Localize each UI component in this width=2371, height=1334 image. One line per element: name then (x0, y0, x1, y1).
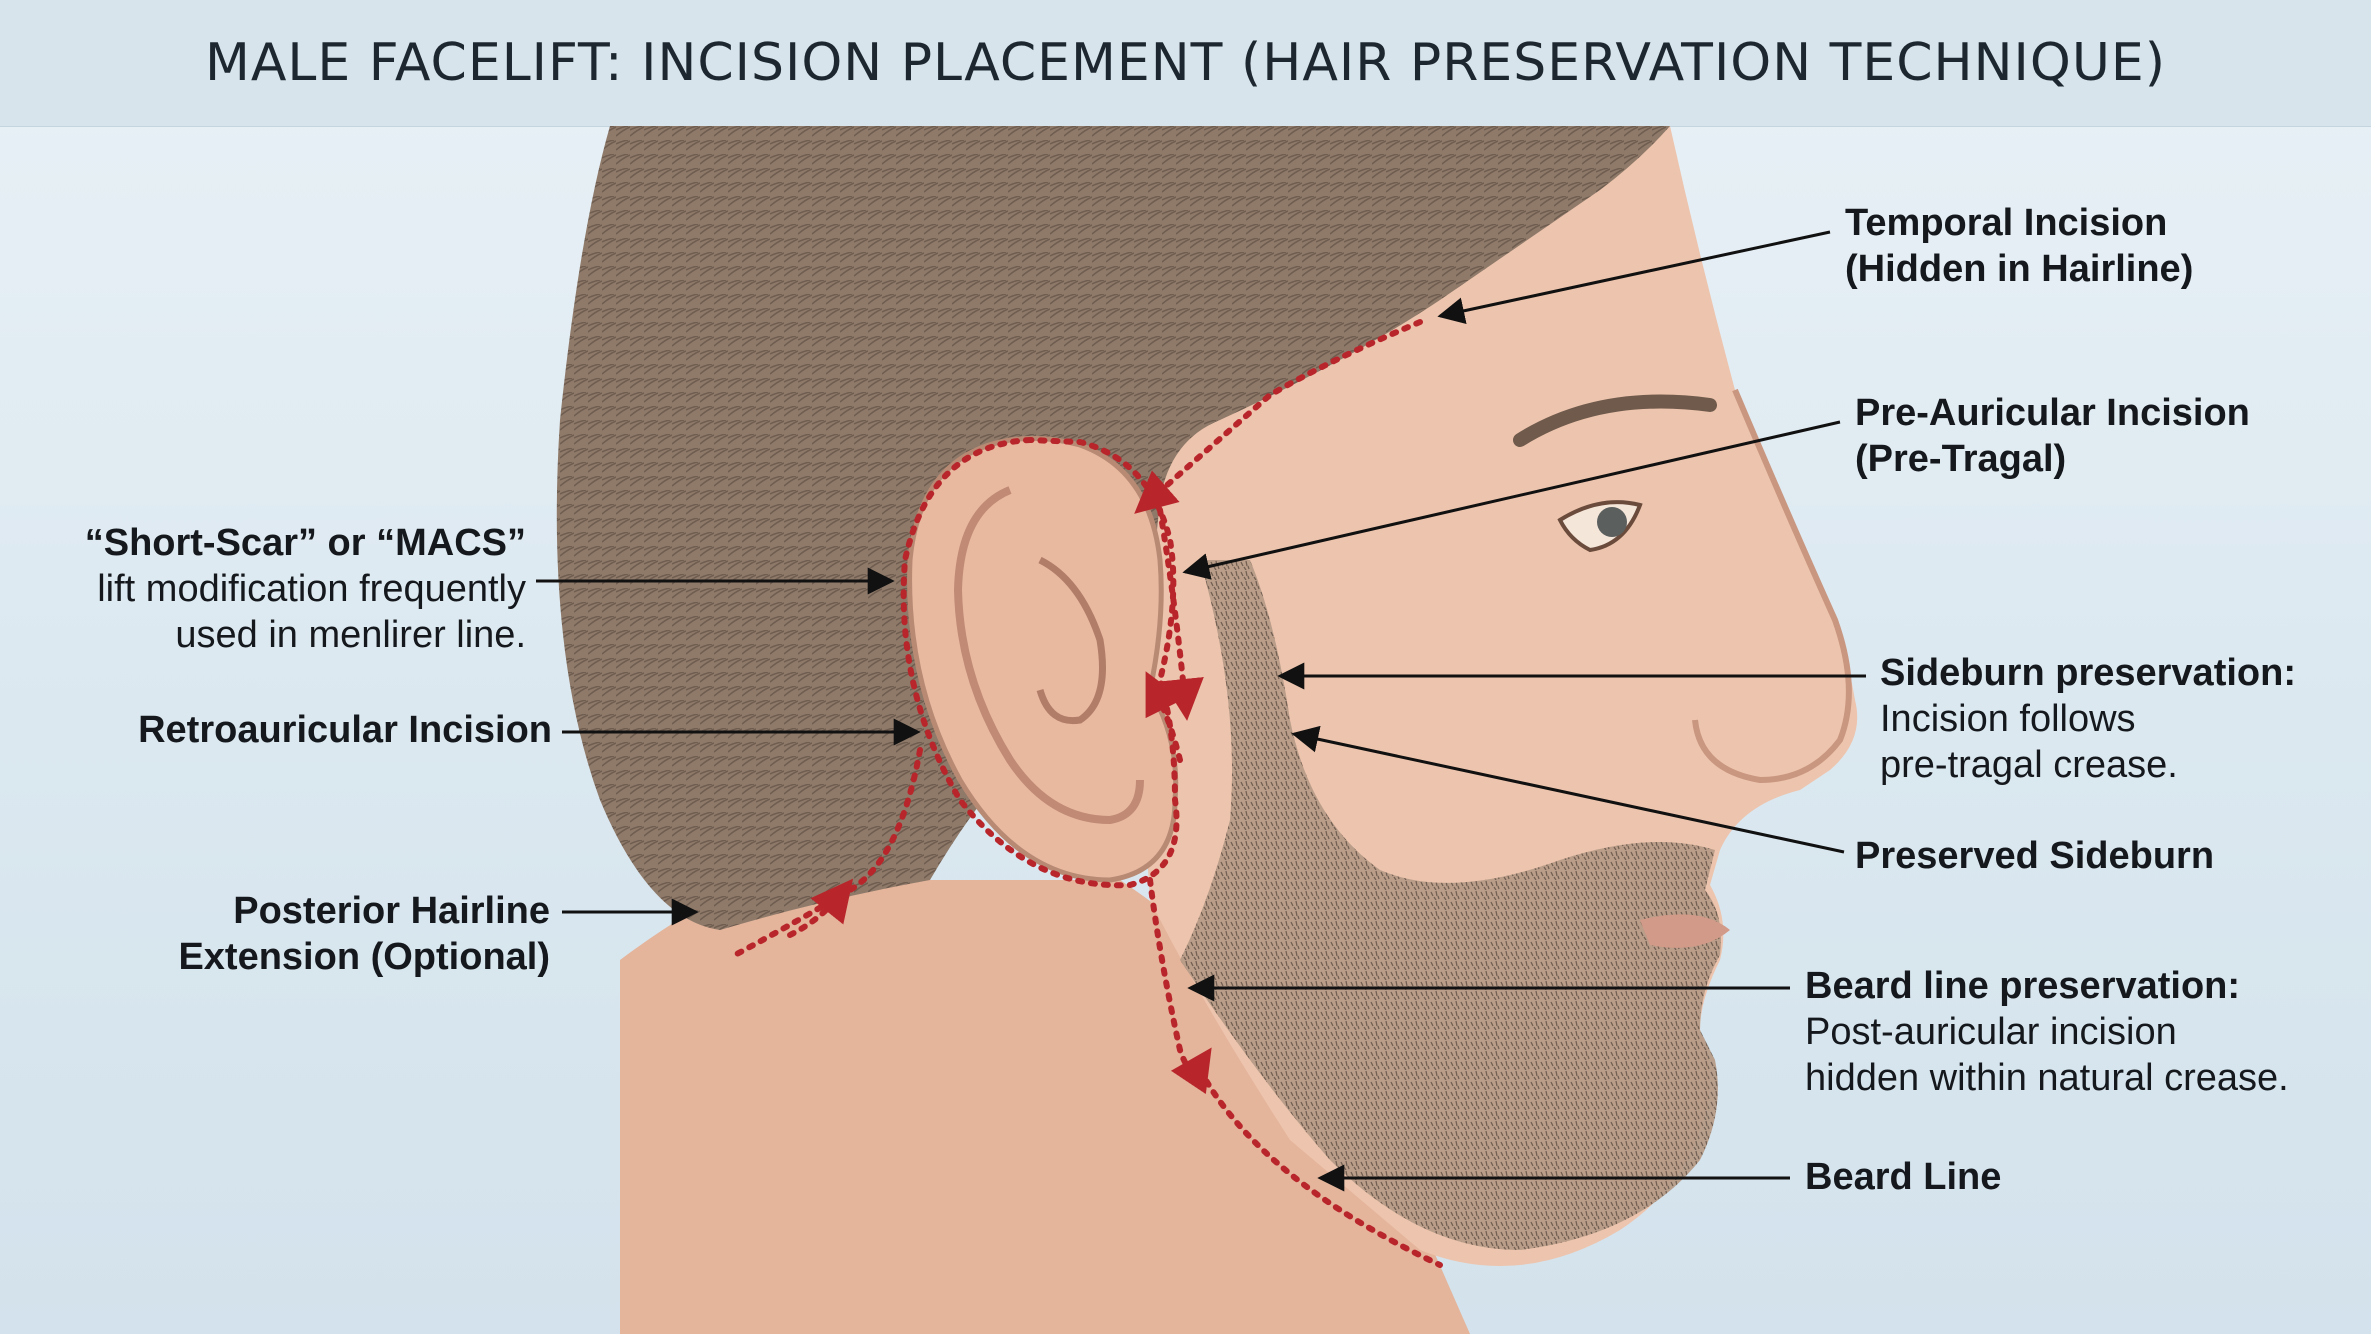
label-retroauricular-incision: Retroauricular Incision (60, 707, 552, 753)
label-beard-line: Beard Line (1805, 1154, 2001, 1200)
label-pre-auricular-incision: Pre-Auricular Incision (Pre-Tragal) (1855, 390, 2250, 482)
tragal-return-path (1145, 671, 1184, 763)
label-pre-auricular-note: (Pre-Tragal) (1855, 438, 2067, 480)
lips (1640, 914, 1730, 948)
label-posterior-hairline-note: Extension (Optional) (178, 936, 550, 978)
ear-loop-incision-path (900, 436, 1180, 889)
label-beard-line-title: Beard Line (1805, 1156, 2002, 1198)
label-short-scar-title: “Short-Scar” or “MACS” (84, 522, 526, 564)
label-sideburn-preservation-line2: Incision follows (1880, 698, 2136, 740)
incision-lines (732, 319, 1443, 1268)
post-auricular-incision-path (1147, 877, 1212, 1095)
leader-pre-auricular (1182, 420, 1841, 580)
leader-preserved-sideburn (1291, 725, 1845, 854)
label-temporal-note: (Hidden in Hairline) (1845, 248, 2194, 290)
label-beard-line-preservation-line3: hidden within natural crease. (1805, 1057, 2289, 1099)
label-temporal-incision: Temporal Incision (Hidden in Hairline) (1845, 200, 2193, 292)
title-bar: MALE FACELIFT: INCISION PLACEMENT (HAIR … (0, 0, 2371, 127)
label-sideburn-preservation-line3: pre-tragal crease. (1880, 744, 2178, 786)
label-sideburn-preservation-title: Sideburn preservation: (1880, 652, 2296, 694)
label-preserved-sideburn: Preserved Sideburn (1855, 833, 2214, 879)
eyebrow (1513, 394, 1717, 447)
label-beard-line-preservation-line2: Post-auricular incision (1805, 1011, 2177, 1053)
label-preserved-sideburn-title: Preserved Sideburn (1855, 835, 2215, 877)
label-posterior-hairline-title: Posterior Hairline (233, 890, 550, 932)
nose (1692, 388, 1852, 784)
leader-lines (536, 230, 1866, 1192)
neck (620, 880, 1470, 1334)
beard (1180, 560, 1721, 1250)
label-retroauricular-title: Retroauricular Incision (138, 709, 552, 751)
label-short-scar-line3: used in menlirer line. (175, 614, 526, 656)
label-beard-line-preservation: Beard line preservation: Post-auricular … (1805, 963, 2289, 1101)
label-short-scar: “Short-Scar” or “MACS” lift modification… (60, 520, 526, 658)
label-pre-auricular-title: Pre-Auricular Incision (1855, 392, 2250, 434)
label-sideburn-preservation: Sideburn preservation: Incision follows … (1880, 650, 2296, 788)
temporal-incision-path (1134, 319, 1423, 514)
label-short-scar-line2: lift modification frequently (97, 568, 526, 610)
leader-temporal (1437, 230, 1831, 325)
beard-line-incision-path (1197, 1067, 1443, 1268)
label-posterior-hairline: Posterior Hairline Extension (Optional) (60, 888, 550, 980)
label-temporal-title: Temporal Incision (1845, 202, 2168, 244)
label-beard-line-preservation-title: Beard line preservation: (1805, 965, 2241, 1007)
page-title: MALE FACELIFT: INCISION PLACEMENT (HAIR … (204, 33, 2167, 93)
